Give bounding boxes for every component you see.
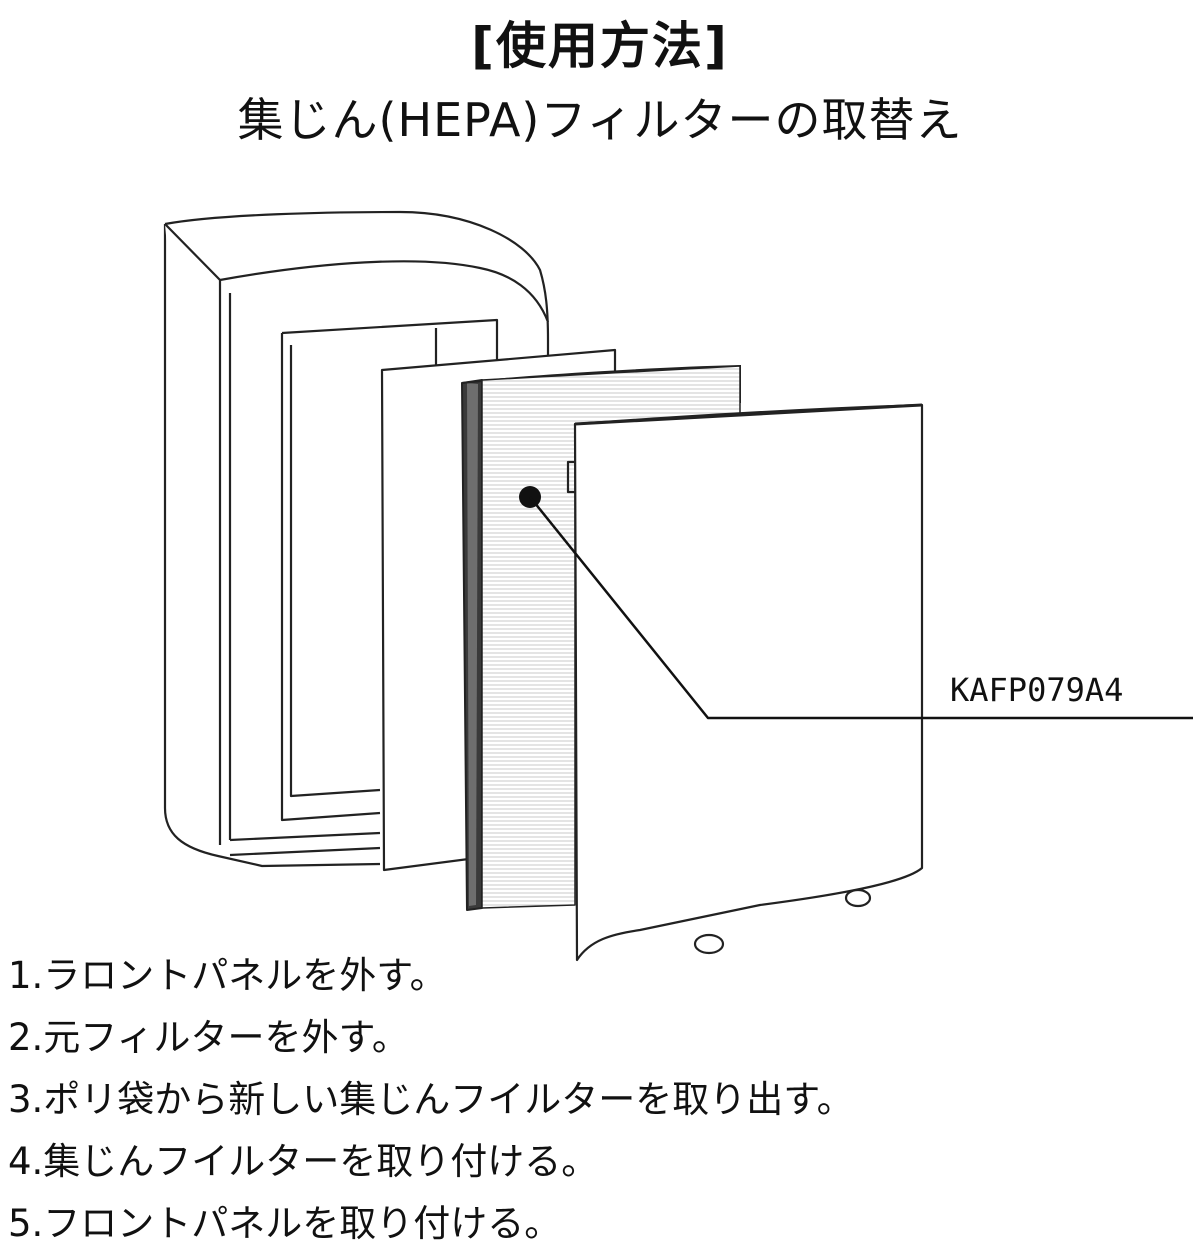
- step-4: 4.集じんフイルターを取り付ける。: [8, 1140, 599, 1183]
- front-panel: [566, 403, 924, 962]
- callout-leader-line: [529, 496, 1193, 720]
- purifier-body: [163, 210, 550, 868]
- hepa-filter: [461, 364, 741, 911]
- instruction-steps: 1.ラロントパネルを外す。 2.元フィルターを外す。 3.ポリ袋から新しい集じん…: [8, 945, 854, 1255]
- front-panel-foot-left: [693, 933, 725, 955]
- page-title: [使用方法]: [471, 17, 729, 75]
- step-1: 1.ラロントパネルを外す。: [8, 954, 447, 997]
- filter-part-number-label: KAFP079A4: [950, 671, 1123, 709]
- step-3: 3.ポリ袋から新しい集じんフイルターを取り出す。: [8, 1078, 854, 1121]
- page-subtitle: 集じん(HEPA)フィルターの取替え: [237, 93, 963, 147]
- step-5: 5.フロントパネルを取り付ける。: [8, 1202, 562, 1245]
- front-panel-foot-right: [844, 888, 872, 908]
- step-2: 2.元フィルターを外す。: [8, 1016, 409, 1059]
